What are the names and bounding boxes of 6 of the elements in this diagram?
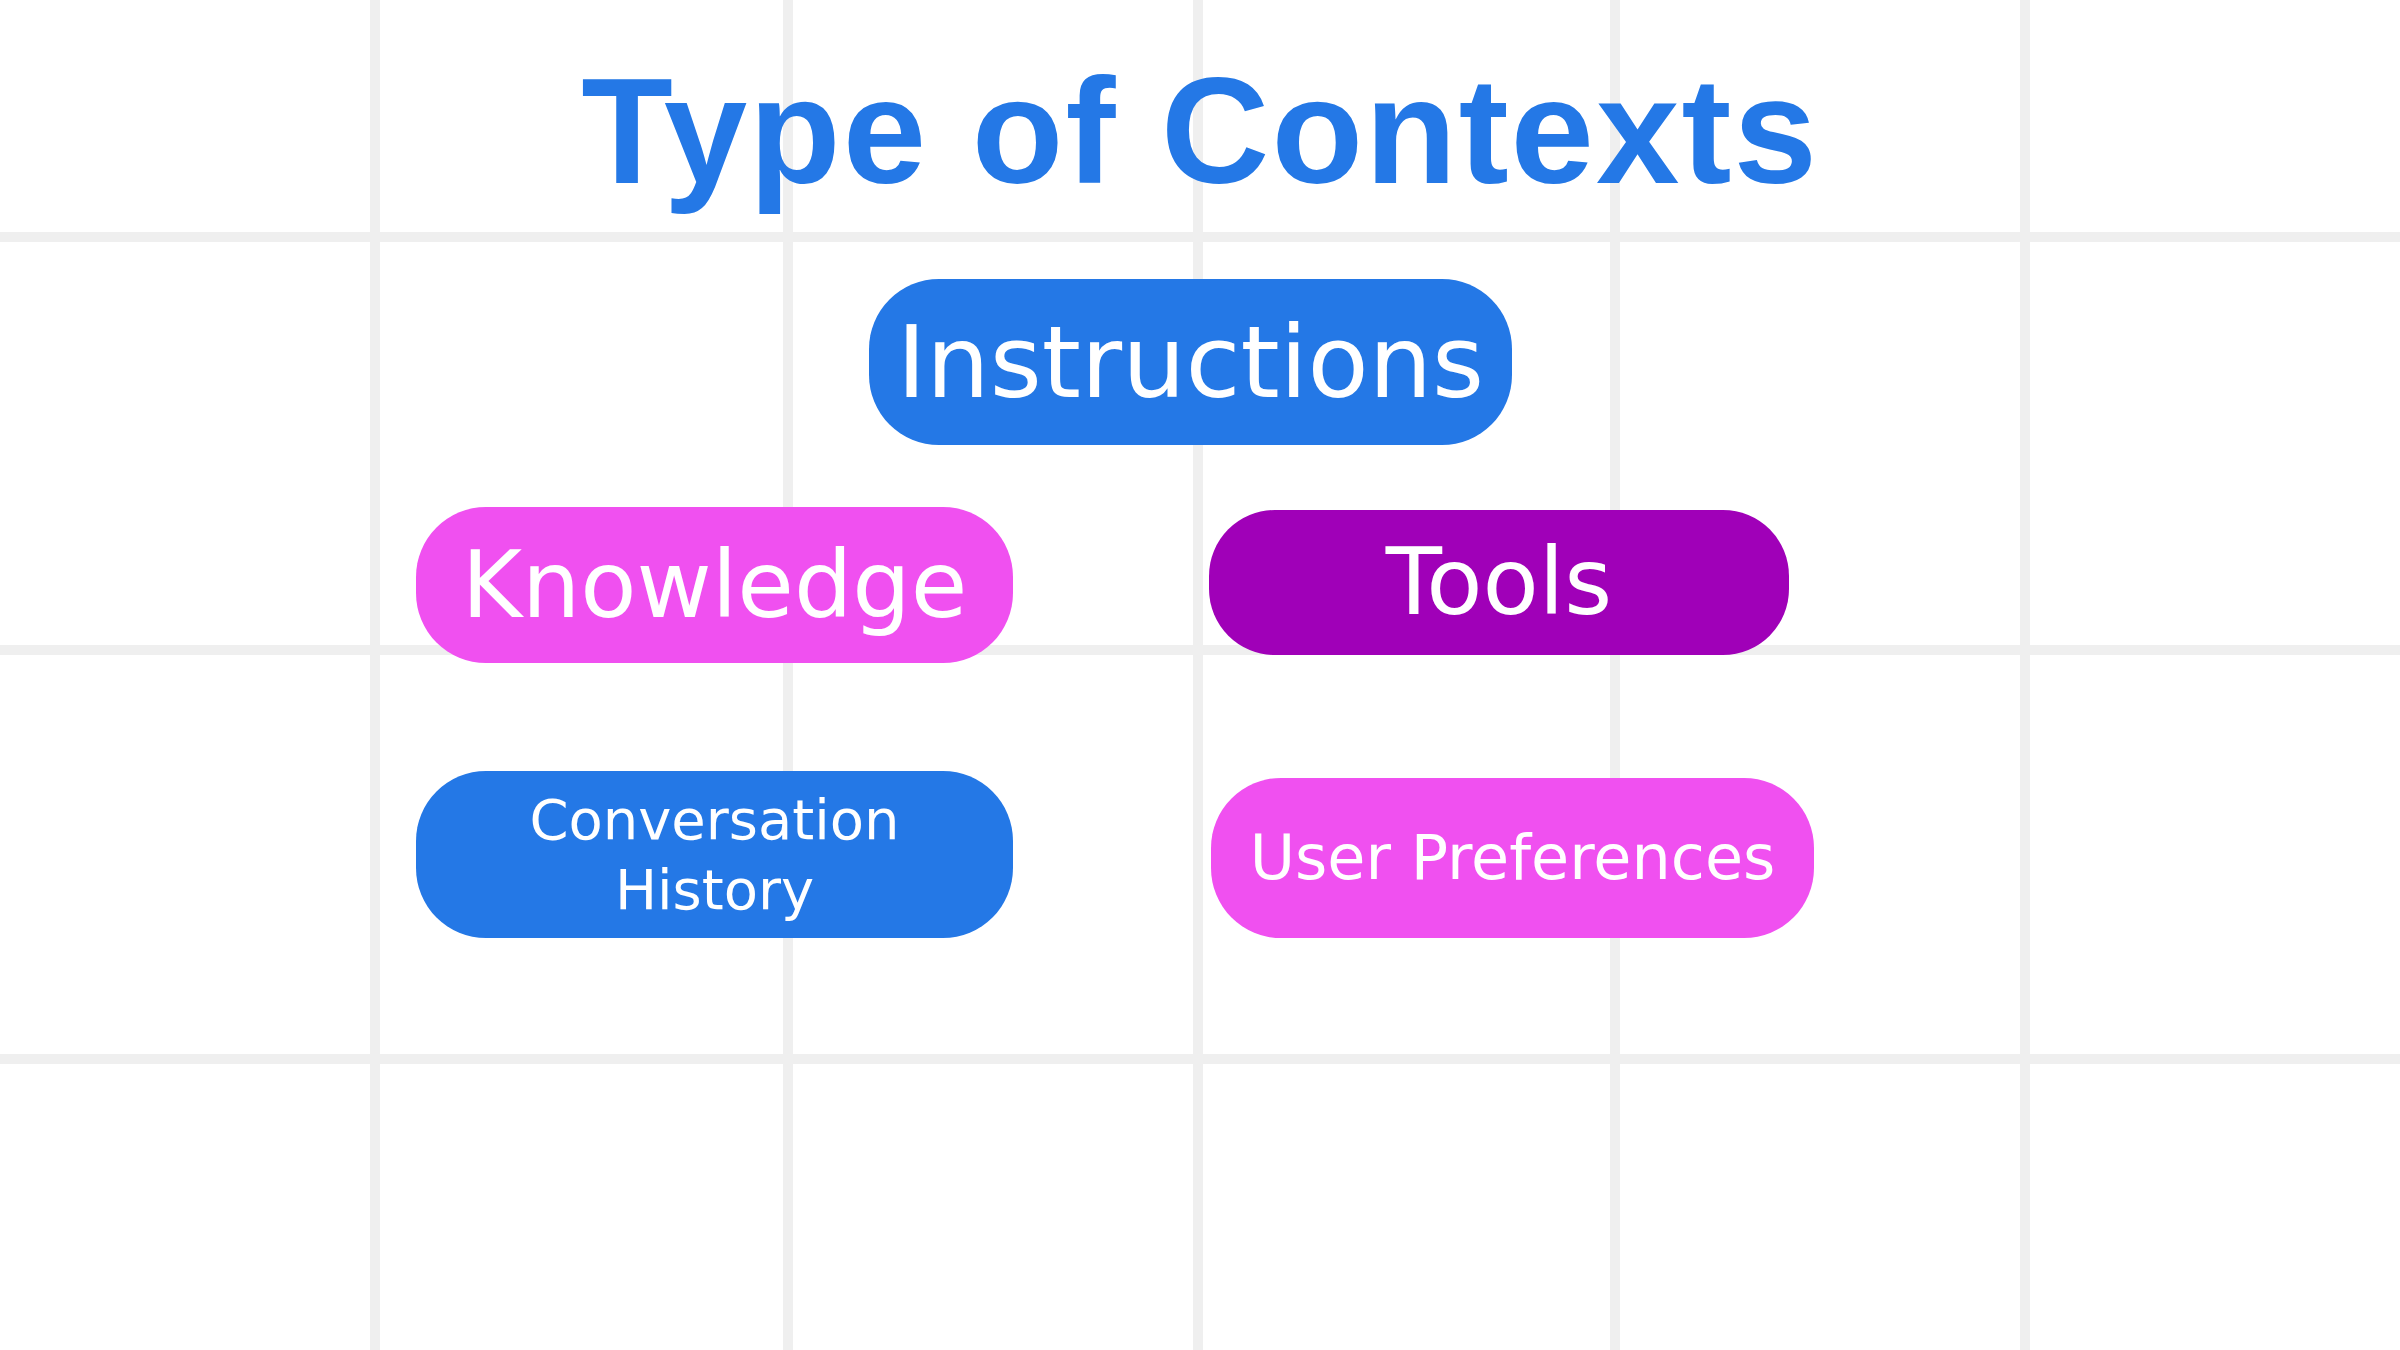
title: Type of Contexts: [580, 46, 1820, 217]
node-label: Tools: [1385, 528, 1613, 638]
node-label: User Preferences: [1249, 820, 1776, 897]
node-label: Conversation History: [528, 785, 901, 924]
node-label: Knowledge: [461, 530, 968, 641]
node-label: Instructions: [896, 302, 1485, 423]
